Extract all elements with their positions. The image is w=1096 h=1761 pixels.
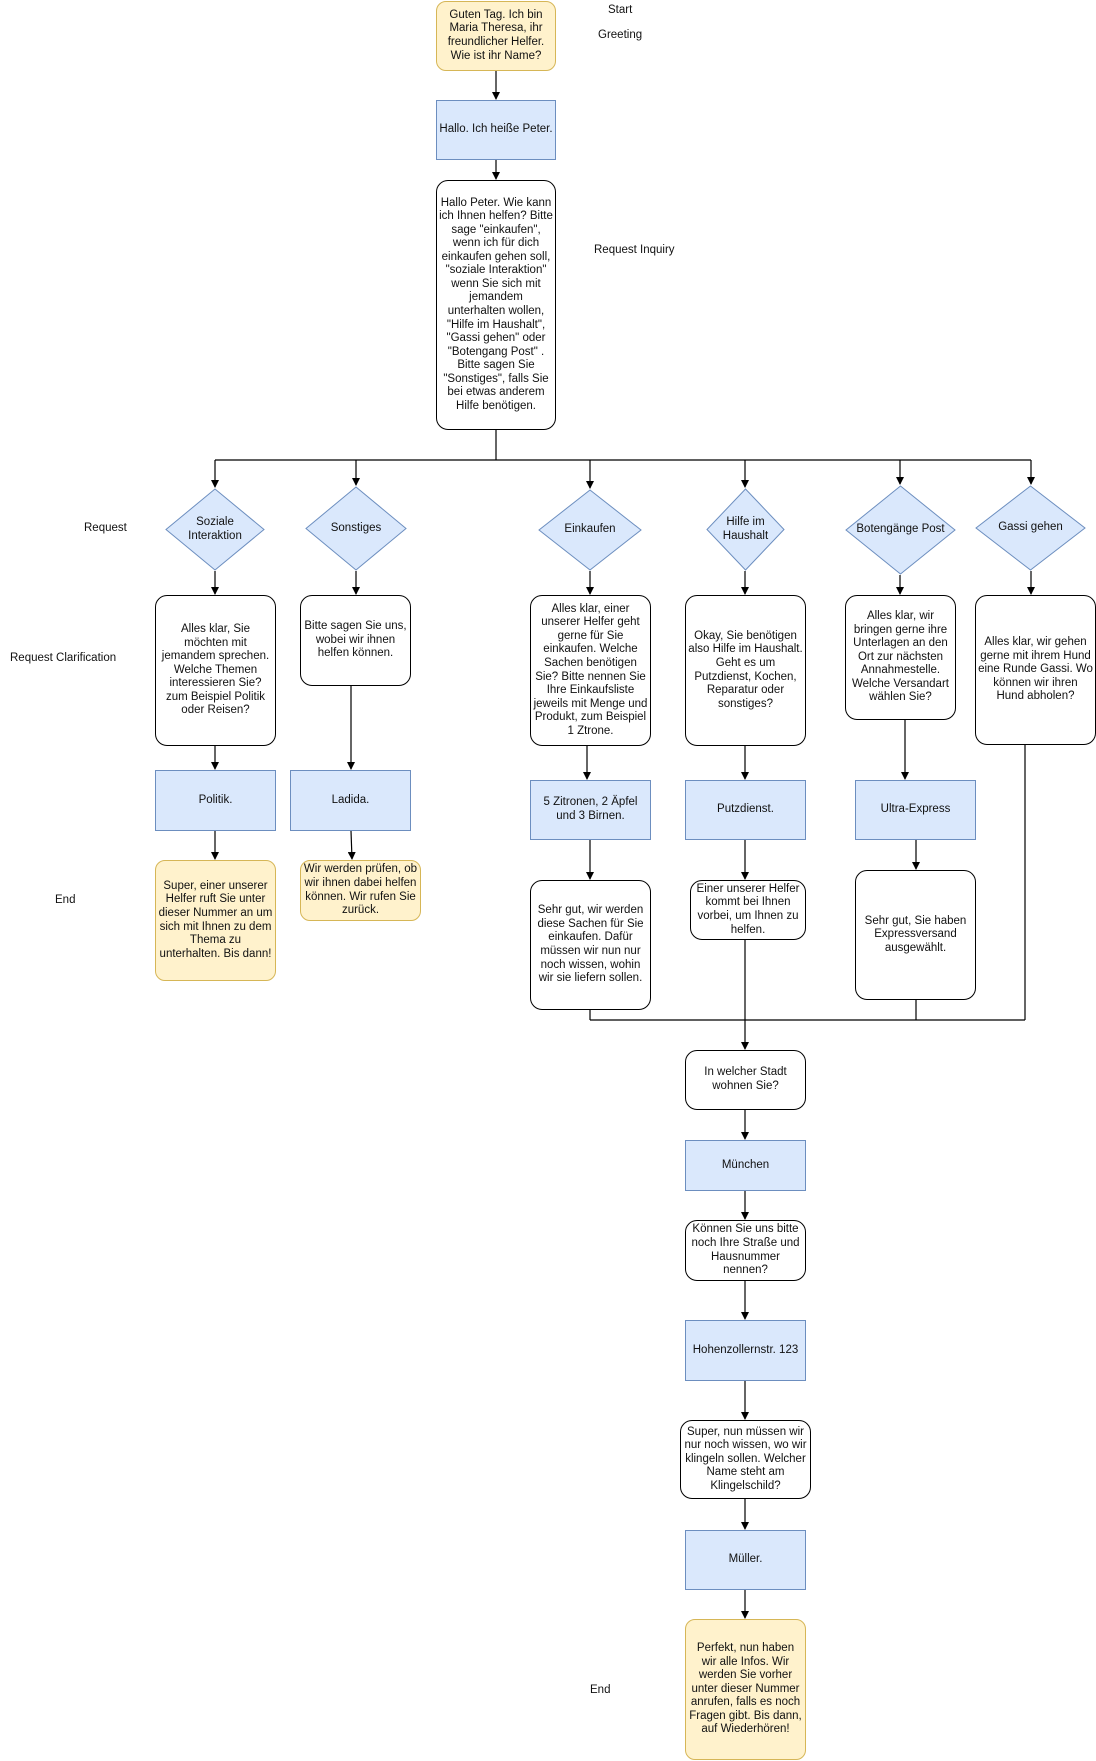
diamond-shape bbox=[975, 485, 1086, 571]
decision-label: Sonstiges bbox=[330, 521, 382, 534]
question-stadt: In welcher Stadt wohnen Sie? bbox=[685, 1050, 806, 1110]
name-reply-node: Hallo. Ich heiße Peter. bbox=[436, 100, 556, 160]
label-start: Start bbox=[608, 4, 633, 16]
reply-strasse: Hohenzollernstr. 123 bbox=[685, 1320, 806, 1381]
decision-label: Hilfe im Haushalt bbox=[722, 515, 769, 542]
clarify-sonstiges: Bitte sagen Sie uns, wobei wir ihnen hel… bbox=[300, 595, 411, 686]
label-end-left: End bbox=[55, 894, 76, 906]
label-request: Request bbox=[84, 522, 127, 534]
ack-boten: Sehr gut, Sie haben Expressversand ausge… bbox=[855, 870, 976, 1000]
decision-label: Einkaufen bbox=[564, 523, 616, 536]
clarify-gassi: Alles klar, wir gehen gerne mit ihrem Hu… bbox=[975, 595, 1096, 745]
label-request-clarification: Request Clarification bbox=[10, 652, 117, 664]
decision-soziale-interaktion: Soziale Interaktion bbox=[165, 488, 265, 571]
diamond-shape bbox=[165, 488, 265, 571]
decision-botengaenge-post: Botengänge Post bbox=[845, 485, 956, 575]
diamond-shape bbox=[706, 488, 785, 571]
clarify-einkaufen: Alles klar, einer unserer Helfer geht ge… bbox=[530, 595, 651, 746]
reply-ladida: Ladida. bbox=[290, 770, 411, 831]
decision-label: Gassi gehen bbox=[998, 521, 1063, 534]
label-greeting: Greeting bbox=[598, 29, 643, 41]
clarify-boten: Alles klar, wir bringen gerne ihre Unter… bbox=[845, 595, 956, 720]
question-klingel: Super, nun müssen wir nur noch wissen, w… bbox=[680, 1420, 811, 1499]
inquiry-node: Hallo Peter. Wie kann ich Ihnen helfen? … bbox=[436, 180, 556, 430]
decision-label: Soziale Interaktion bbox=[188, 515, 242, 542]
decision-gassi-gehen: Gassi gehen bbox=[975, 485, 1086, 571]
reply-muenchen: München bbox=[685, 1140, 806, 1191]
diamond-shape bbox=[305, 486, 407, 571]
diamond-shape bbox=[538, 489, 642, 571]
label-request-inquiry: Request Inquiry bbox=[594, 244, 675, 256]
reply-politik: Politik. bbox=[155, 770, 276, 831]
reply-ultra-express: Ultra-Express bbox=[855, 780, 976, 840]
end-sonstiges: Wir werden prüfen, ob wir ihnen dabei he… bbox=[300, 860, 421, 921]
label-end-bottom: End bbox=[590, 1684, 611, 1696]
clarify-soziale: Alles klar, Sie möchten mit jemandem spr… bbox=[155, 595, 276, 746]
reply-zitronen: 5 Zitronen, 2 Äpfel und 3 Birnen. bbox=[530, 780, 651, 840]
diamond-shape bbox=[845, 485, 956, 575]
final-node: Perfekt, nun haben wir alle Infos. Wir w… bbox=[685, 1619, 806, 1760]
end-soziale: Super, einer unserer Helfer ruft Sie unt… bbox=[155, 860, 276, 981]
reply-mueller: Müller. bbox=[685, 1530, 806, 1590]
decision-hilfe-im-haushalt: Hilfe im Haushalt bbox=[706, 488, 785, 571]
clarify-hilfe: Okay, Sie benötigen also Hilfe im Hausha… bbox=[685, 595, 806, 746]
decision-einkaufen: Einkaufen bbox=[538, 489, 642, 571]
question-strasse: Können Sie uns bitte noch Ihre Straße un… bbox=[685, 1220, 806, 1281]
reply-putzdienst: Putzdienst. bbox=[685, 780, 806, 840]
decision-label: Botengänge Post bbox=[856, 523, 945, 536]
ack-hilfe: Einer unserer Helfer kommt bei Ihnen vor… bbox=[690, 880, 806, 940]
decision-sonstiges: Sonstiges bbox=[305, 486, 407, 571]
ack-einkaufen: Sehr gut, wir werden diese Sachen für Si… bbox=[530, 880, 651, 1010]
greeting-node: Guten Tag. Ich bin Maria Theresa, ihr fr… bbox=[436, 1, 556, 71]
